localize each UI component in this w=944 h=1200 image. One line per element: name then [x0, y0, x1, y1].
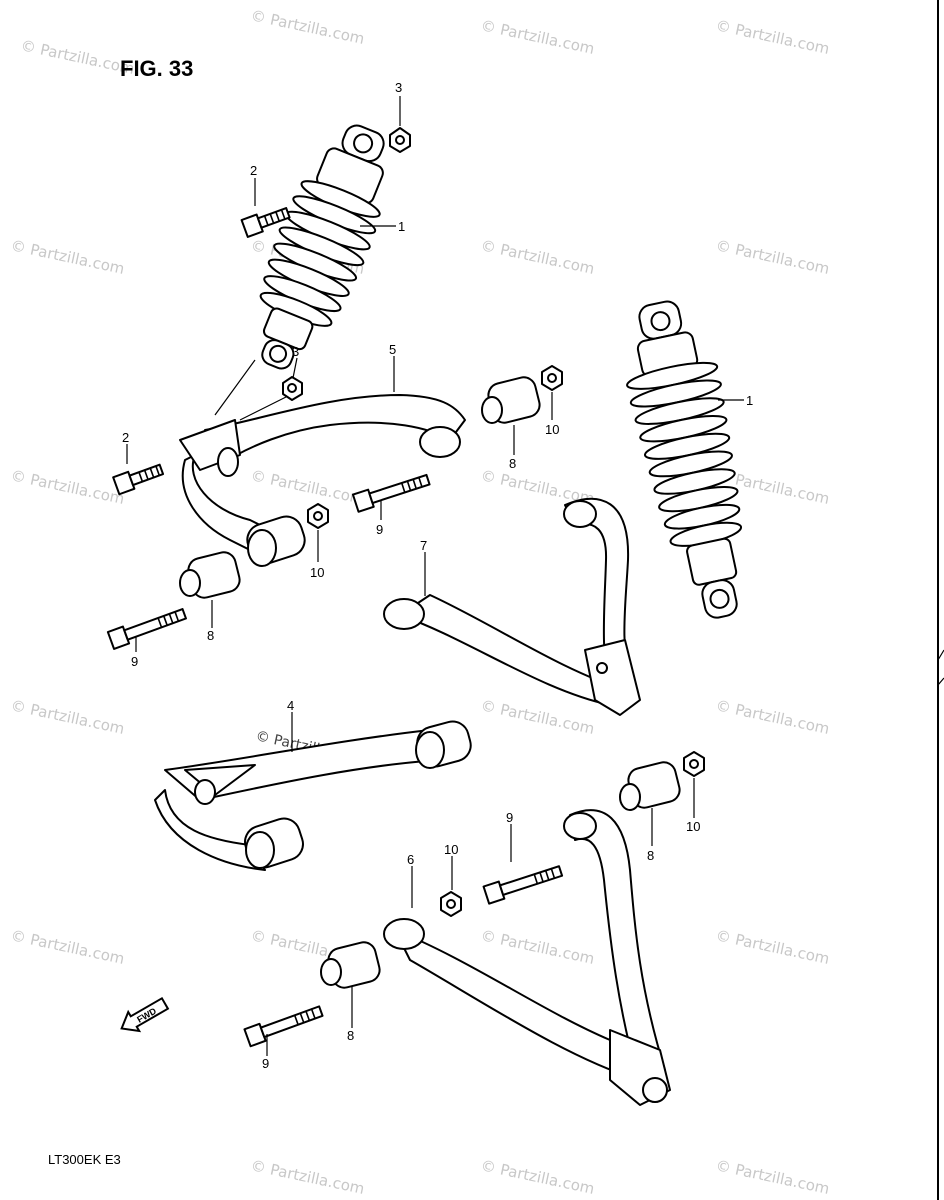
- callout-nut-mid: 3: [292, 344, 299, 359]
- callout-bushing-d: 8: [347, 1028, 354, 1043]
- nut-10-a[interactable]: [541, 365, 563, 391]
- bolt-9-d[interactable]: [243, 1003, 324, 1048]
- watermark-text: © Partzilla.com: [479, 16, 596, 58]
- suspension-arm-6[interactable]: [383, 809, 671, 1106]
- watermark-text: © Partzilla.com: [249, 1156, 366, 1198]
- callout-arm-4: 4: [287, 698, 294, 713]
- bolt-2-mid[interactable]: [112, 461, 165, 496]
- suspension-arm-4[interactable]: [154, 718, 474, 872]
- watermark-text: © Partzilla.com: [479, 236, 596, 278]
- callout-bolt-9-d: 9: [262, 1056, 269, 1071]
- bolt-9-a[interactable]: [351, 471, 431, 513]
- callout-nut-top: 3: [395, 80, 402, 95]
- watermark-text: © Partzilla.com: [714, 16, 831, 58]
- bolt-9-c[interactable]: [482, 862, 564, 905]
- bolt-9-b[interactable]: [106, 605, 187, 650]
- callout-bushing-c: 8: [647, 848, 654, 863]
- edge-marks: [937, 649, 944, 686]
- bushing-8-c[interactable]: [619, 760, 682, 811]
- shock-absorber-left[interactable]: [231, 113, 410, 383]
- callout-bushing-a: 8: [509, 456, 516, 471]
- leader-lines: [126, 96, 744, 1056]
- watermark-text: © Partzilla.com: [19, 36, 136, 78]
- bushing-8-d[interactable]: [320, 940, 382, 990]
- callout-nut-10-c: 10: [686, 819, 700, 834]
- bushing-8-b[interactable]: [179, 550, 242, 600]
- suspension-arm-7[interactable]: [383, 497, 641, 716]
- callout-bolt-top: 2: [250, 163, 257, 178]
- watermark-text: © Partzilla.com: [479, 926, 596, 968]
- watermark-text: © Partzilla.com: [9, 696, 126, 738]
- model-code: LT300EK E3: [48, 1152, 121, 1167]
- watermark-text: © Partzilla.com: [249, 466, 366, 508]
- watermark-text: © Partzilla.com: [714, 1156, 831, 1198]
- watermark-text: © Partzilla.com: [9, 236, 126, 278]
- callout-bolt-9-b: 9: [131, 654, 138, 669]
- watermark-text: © Partzilla.com: [479, 1156, 596, 1198]
- shock-absorber-right[interactable]: [612, 294, 769, 626]
- nut-10-c[interactable]: [683, 751, 705, 777]
- callout-shock-right: 1: [746, 393, 753, 408]
- watermark-text: © Partzilla.com: [714, 696, 831, 738]
- watermark-text: © Partzilla.com: [479, 696, 596, 738]
- callout-nut-10-a: 10: [545, 422, 559, 437]
- callout-bushing-b: 8: [207, 628, 214, 643]
- callout-nut-10-d: 10: [444, 842, 458, 857]
- callout-bolt-9-c: 9: [506, 810, 513, 825]
- nut-10-d[interactable]: [440, 891, 462, 917]
- watermark-text: © Partzilla.com: [249, 6, 366, 48]
- watermark-text: © Partzilla.com: [714, 236, 831, 278]
- watermark-text: © Partzilla.com: [9, 926, 126, 968]
- nut-10-b[interactable]: [307, 503, 329, 529]
- watermark-text: © Partzilla.com: [9, 466, 126, 508]
- callout-bolt-mid: 2: [122, 430, 129, 445]
- bushing-8-a[interactable]: [481, 375, 542, 425]
- nut-3-mid[interactable]: [282, 376, 303, 401]
- watermark-text: © Partzilla.com: [714, 926, 831, 968]
- callout-nut-10-b: 10: [310, 565, 324, 580]
- page-right-edge: [937, 0, 939, 1200]
- callout-arm-7: 7: [420, 538, 427, 553]
- suspension-arm-5[interactable]: [179, 359, 466, 568]
- figure-title: FIG. 33: [120, 56, 193, 81]
- callout-bolt-9-a: 9: [376, 522, 383, 537]
- nut-3-top[interactable]: [389, 127, 411, 153]
- callout-arm-5: 5: [389, 342, 396, 357]
- callout-arm-6: 6: [407, 852, 414, 867]
- forward-direction-arrow: FWD: [120, 996, 170, 1033]
- bolt-2-top[interactable]: [240, 204, 291, 238]
- callout-shock-left: 1: [398, 219, 405, 234]
